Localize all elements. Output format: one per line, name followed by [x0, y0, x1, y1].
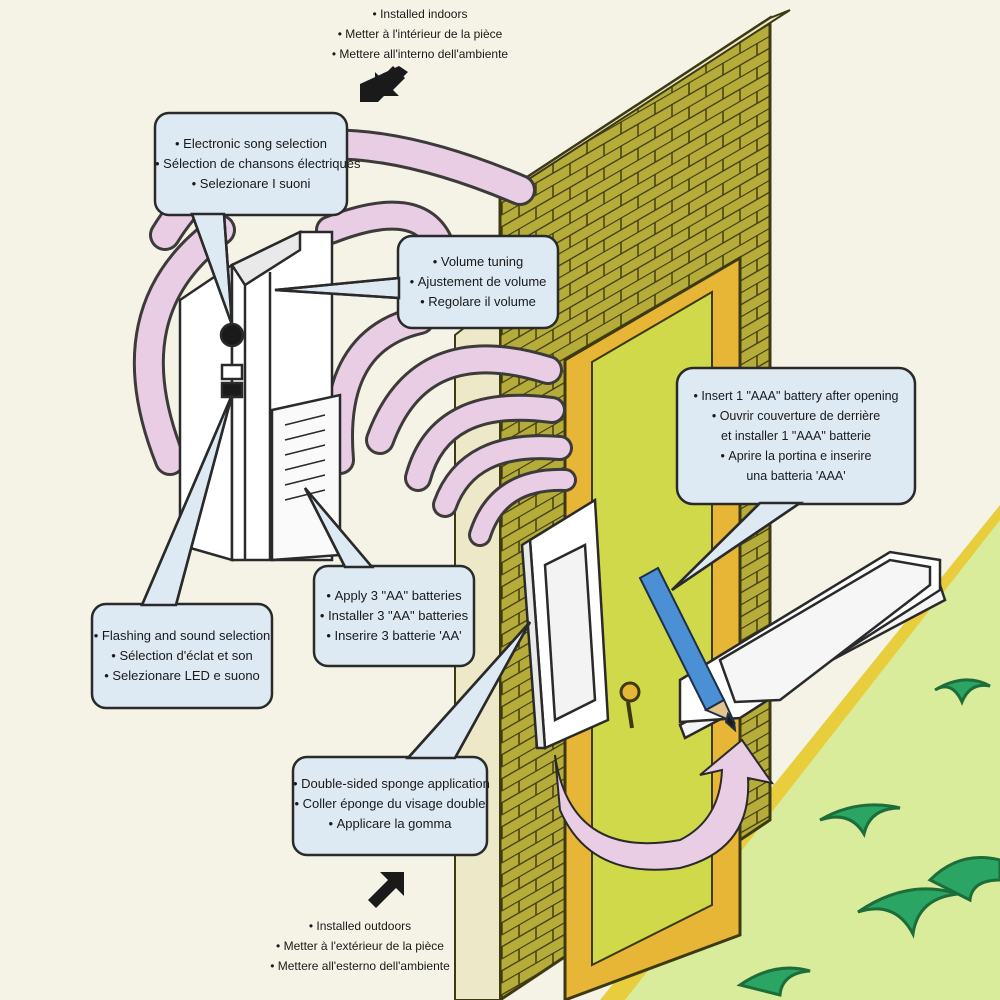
callout-song-line: Sélection de chansons électriques [155, 154, 360, 174]
callout-sponge-line: Double-sided sponge application [293, 774, 490, 794]
callout-flash-line: Selezionare LED e suono [92, 666, 272, 686]
callout-aaa-line: Insert 1 "AAA" battery after opening [677, 386, 915, 406]
callout-volume-line: Ajustement de volume [398, 272, 558, 292]
callout-sponge-line: Applicare la gomma [293, 814, 487, 834]
flip-arrow [554, 738, 775, 871]
callout-song-line: Selezionare I suoni [155, 174, 347, 194]
callout-aa-line: Inserire 3 batterie 'AA' [314, 626, 474, 646]
callout-aaa-text: Insert 1 "AAA" battery after opening Ouv… [677, 386, 915, 486]
callout-aa-line: Apply 3 "AA" batteries [314, 586, 474, 606]
callout-flash-text: Flashing and sound selection Sélection d… [92, 626, 272, 686]
outdoor-push-button [520, 497, 610, 750]
song-button [219, 322, 245, 348]
indoor-caption: Installed indoors Metter à l'intérieur d… [300, 4, 540, 64]
callout-song-text: Electronic song selection Sélection de c… [155, 134, 360, 194]
opened-button-unit [678, 550, 947, 740]
indoor-caption-fr: Metter à l'intérieur de la pièce [300, 24, 540, 44]
outdoor-caption: Installed outdoors Metter à l'extérieur … [240, 916, 480, 976]
outdoor-caption-fr: Metter à l'extérieur de la pièce [240, 936, 480, 956]
grass-tufts [736, 678, 1000, 997]
callout-volume-line: Volume tuning [398, 252, 558, 272]
outdoor-caption-it: Mettere all'esterno dell'ambiente [240, 956, 480, 976]
indoor-arrow-icon [360, 66, 408, 102]
callout-flash-line: Flashing and sound selection [92, 626, 272, 646]
callout-aa-text: Apply 3 "AA" batteries Installer 3 "AA" … [314, 586, 474, 646]
flash-switch [220, 363, 244, 381]
callout-song-line: Electronic song selection [155, 134, 347, 154]
callout-sponge-line: Coller éponge du visage double [293, 794, 487, 814]
callout-volume-line: Regolare il volume [398, 292, 558, 312]
screwdriver [638, 566, 737, 733]
indoor-caption-en: Installed indoors [300, 4, 540, 24]
callout-aaa-line: Aprire la portina e inserire [677, 446, 915, 466]
outdoor-caption-en: Installed outdoors [240, 916, 480, 936]
callout-aa-line: Installer 3 "AA" batteries [314, 606, 474, 626]
door-handle [619, 681, 641, 729]
callout-volume-text: Volume tuning Ajustement de volume Regol… [398, 252, 558, 312]
callout-aaa-line: una batteria 'AAA' [746, 469, 846, 483]
callout-sponge-text: Double-sided sponge application Coller é… [293, 774, 490, 834]
callout-aaa-line: et installer 1 "AAA" batterie [721, 429, 871, 443]
callout-aaa-line: Ouvrir couverture de derrière [677, 406, 915, 426]
outdoor-arrow-icon [368, 872, 404, 908]
callout-flash-line: Sélection d'éclat et son [92, 646, 272, 666]
indoor-caption-it: Mettere all'interno dell'ambiente [300, 44, 540, 64]
